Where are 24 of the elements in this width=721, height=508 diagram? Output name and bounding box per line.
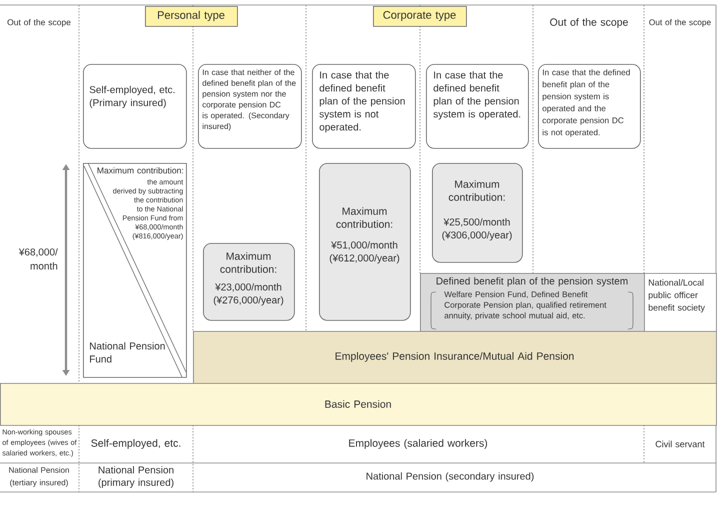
case-box: In case that neither of the defined benefit plan of the pension system nor the corporate pension DC is operated. (Secondary insured) <box>198 64 302 149</box>
table-cell: National/Local public officer benefit society <box>644 273 717 332</box>
table-cell: National Pension (primary insured) <box>98 466 174 488</box>
case-box: In case that the defined benefit plan of the pension system is operated and the corporate pension DC is not operated. <box>538 64 641 149</box>
case-box: In case that the defined benefit plan of the pension system is operated. <box>426 64 529 149</box>
contribution-box: Maximum contribution: ¥51,000/month (¥612,000/year) <box>319 163 411 321</box>
table-cell: Self-employed, etc. <box>91 439 180 449</box>
amount-label: ¥68,000/ month <box>18 248 58 270</box>
contribution-box: Maximum contribution: ¥23,000/month (¥276,000/year) <box>203 243 295 321</box>
case-box: In case that the defined benefit plan of the pension system is not operated. <box>312 64 416 149</box>
column-heading: Out of the scope <box>649 19 711 27</box>
table-cell: Employees (salaried workers) <box>349 439 488 449</box>
plan-band: Defined benefit plan of the pension system Welfare Pension Fund, Defined Benefit Corporate Pension plan, qualified retirement annuity, private school mutual aid, etc. <box>420 273 645 332</box>
contribution-box: Maximum contribution: ¥25,500/month (¥306,000/year) <box>432 163 523 263</box>
pension-band: Employees' Pension Insurance/Mutual Aid Pension <box>193 331 717 384</box>
category-badge: Personal type <box>145 6 238 27</box>
pension-band: Basic Pension <box>0 383 717 426</box>
table-cell: Civil servant <box>656 440 705 448</box>
table-cell: National Pension (secondary insured) <box>366 472 534 482</box>
column-heading: Out of the scope <box>550 18 628 28</box>
column-heading: Out of the scope <box>8 19 70 27</box>
case-box: Self-employed, etc. (Primary insured) <box>83 64 187 149</box>
table-cell: National Pension (tertiary insured) <box>9 467 69 487</box>
category-badge: Corporate type <box>373 6 467 27</box>
